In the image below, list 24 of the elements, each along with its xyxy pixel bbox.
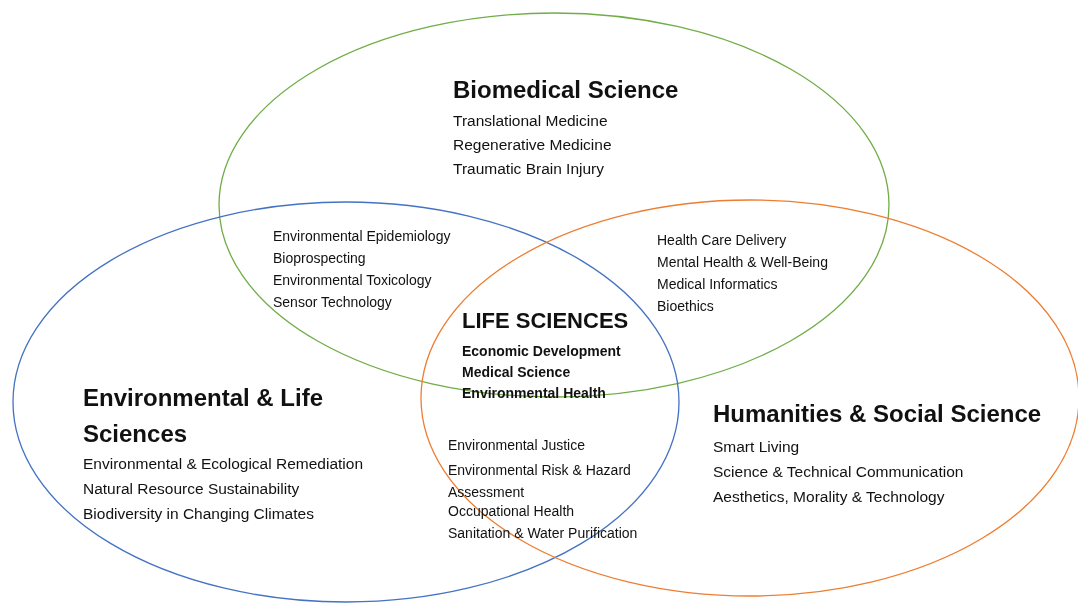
category-heading: Biomedical Science bbox=[453, 76, 679, 104]
topic-text: Mental Health & Well-Being bbox=[657, 254, 828, 271]
topic-text: Environmental Justice bbox=[448, 437, 585, 454]
category-heading: Humanities & Social Science bbox=[713, 400, 1042, 428]
category-heading: Environmental & Life Sciences bbox=[83, 383, 325, 449]
topic-text: Economic Development bbox=[462, 343, 621, 360]
topic-text: Medical Science bbox=[462, 364, 571, 381]
topic-text: Environmental Epidemiology bbox=[273, 228, 451, 245]
topic-text: Environmental & Ecological Remediation bbox=[83, 455, 363, 473]
topic-text: Smart Living bbox=[713, 438, 800, 456]
topic-text: Biodiversity in Changing Climates bbox=[83, 505, 314, 523]
topic-text: Bioethics bbox=[657, 298, 714, 315]
topic-text: Regenerative Medicine bbox=[453, 136, 612, 154]
topic-text: Health Care Delivery bbox=[657, 232, 787, 249]
topic-text: Natural Resource Sustainability bbox=[83, 480, 300, 498]
topic-text: Traumatic Brain Injury bbox=[453, 160, 605, 178]
topic-text: Science & Technical Communication bbox=[713, 463, 964, 481]
topic-text: Aesthetics, Morality & Technology bbox=[713, 488, 945, 506]
topic-text: Sensor Technology bbox=[273, 294, 392, 311]
topic-text: Bioprospecting bbox=[273, 250, 366, 267]
topic-text: Translational Medicine bbox=[453, 112, 608, 130]
topic-text: Environmental Toxicology bbox=[273, 272, 432, 289]
topic-text: Medical Informatics bbox=[657, 276, 778, 293]
center-heading: LIFE SCIENCES bbox=[462, 308, 629, 334]
